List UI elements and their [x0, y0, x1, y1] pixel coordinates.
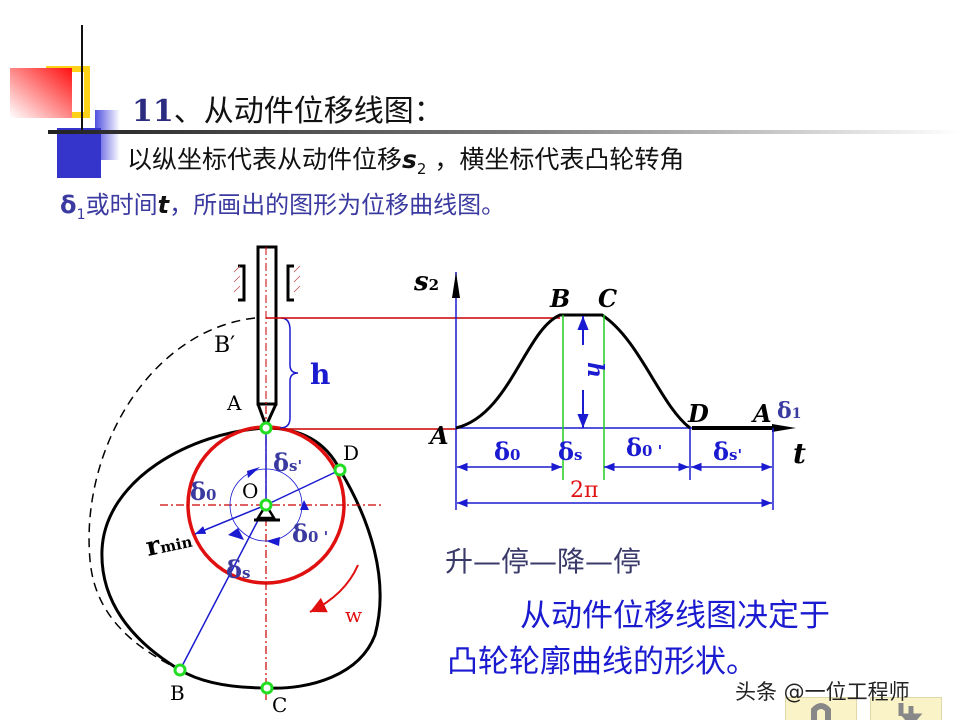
label-d: D	[343, 441, 359, 465]
svg-text:δs: δs	[226, 555, 250, 584]
back-button[interactable]	[785, 697, 857, 720]
motion-sequence: 升—停—降—停	[445, 545, 642, 578]
point-d: D	[687, 399, 709, 428]
total-2pi: 2π	[570, 478, 598, 503]
label-b-prime: B′	[214, 333, 235, 358]
svg-text:δs: δs	[558, 437, 582, 466]
svg-text:δ0 ': δ0 '	[292, 519, 328, 548]
conclusion-line-1: 从动件位移线图决定于	[520, 598, 830, 634]
svg-text:rmin: rmin	[143, 524, 194, 563]
u-turn-back-icon	[811, 703, 831, 720]
svg-text:δ1: δ1	[777, 398, 801, 424]
follower-rod	[256, 245, 278, 406]
cam-mechanism-diagram: B′ h A D O B C w rmin δ0 δs δs' δ0 '	[88, 245, 560, 717]
x-axis-label: t	[793, 437, 806, 470]
displacement-graph: h A B C D A t s2 δ1 δ0 δs δ0 ' δs' 2π	[413, 267, 806, 510]
label-w: w	[345, 603, 362, 627]
svg-text:δs': δs'	[273, 448, 302, 477]
prime-profile-dashed	[88, 317, 256, 671]
svg-text:δ0: δ0	[190, 477, 216, 506]
label-h-graph: h	[582, 362, 608, 378]
label-o: O	[242, 479, 258, 503]
title-decoration	[10, 25, 960, 178]
point-a-start: A	[428, 421, 449, 450]
svg-text:δs': δs'	[713, 437, 742, 466]
label-b: B	[170, 681, 185, 705]
point-b: B	[549, 284, 570, 313]
description-line-1: 以纵坐标代表从动件位移s2 ，横坐标代表凸轮转角	[127, 145, 685, 178]
point-a-end: A	[751, 399, 772, 428]
description-line-2: δ1或时间t，所画出的图形为位移曲线图。	[60, 191, 506, 223]
page-title: 11、从动件位移线图：	[132, 94, 444, 129]
point-c: C	[598, 284, 617, 313]
svg-text:δ0 ': δ0 '	[626, 433, 662, 462]
displacement-curve	[455, 313, 691, 430]
label-a: A	[226, 391, 242, 415]
svg-text:s2: s2	[413, 267, 439, 297]
label-h: h	[310, 358, 330, 391]
conclusion-line-2: 凸轮轮廓曲线的形状。	[447, 644, 757, 680]
label-c: C	[272, 693, 287, 717]
svg-text:δ0: δ0	[494, 437, 520, 466]
watermark: 头条 @一位工程师	[735, 680, 910, 704]
